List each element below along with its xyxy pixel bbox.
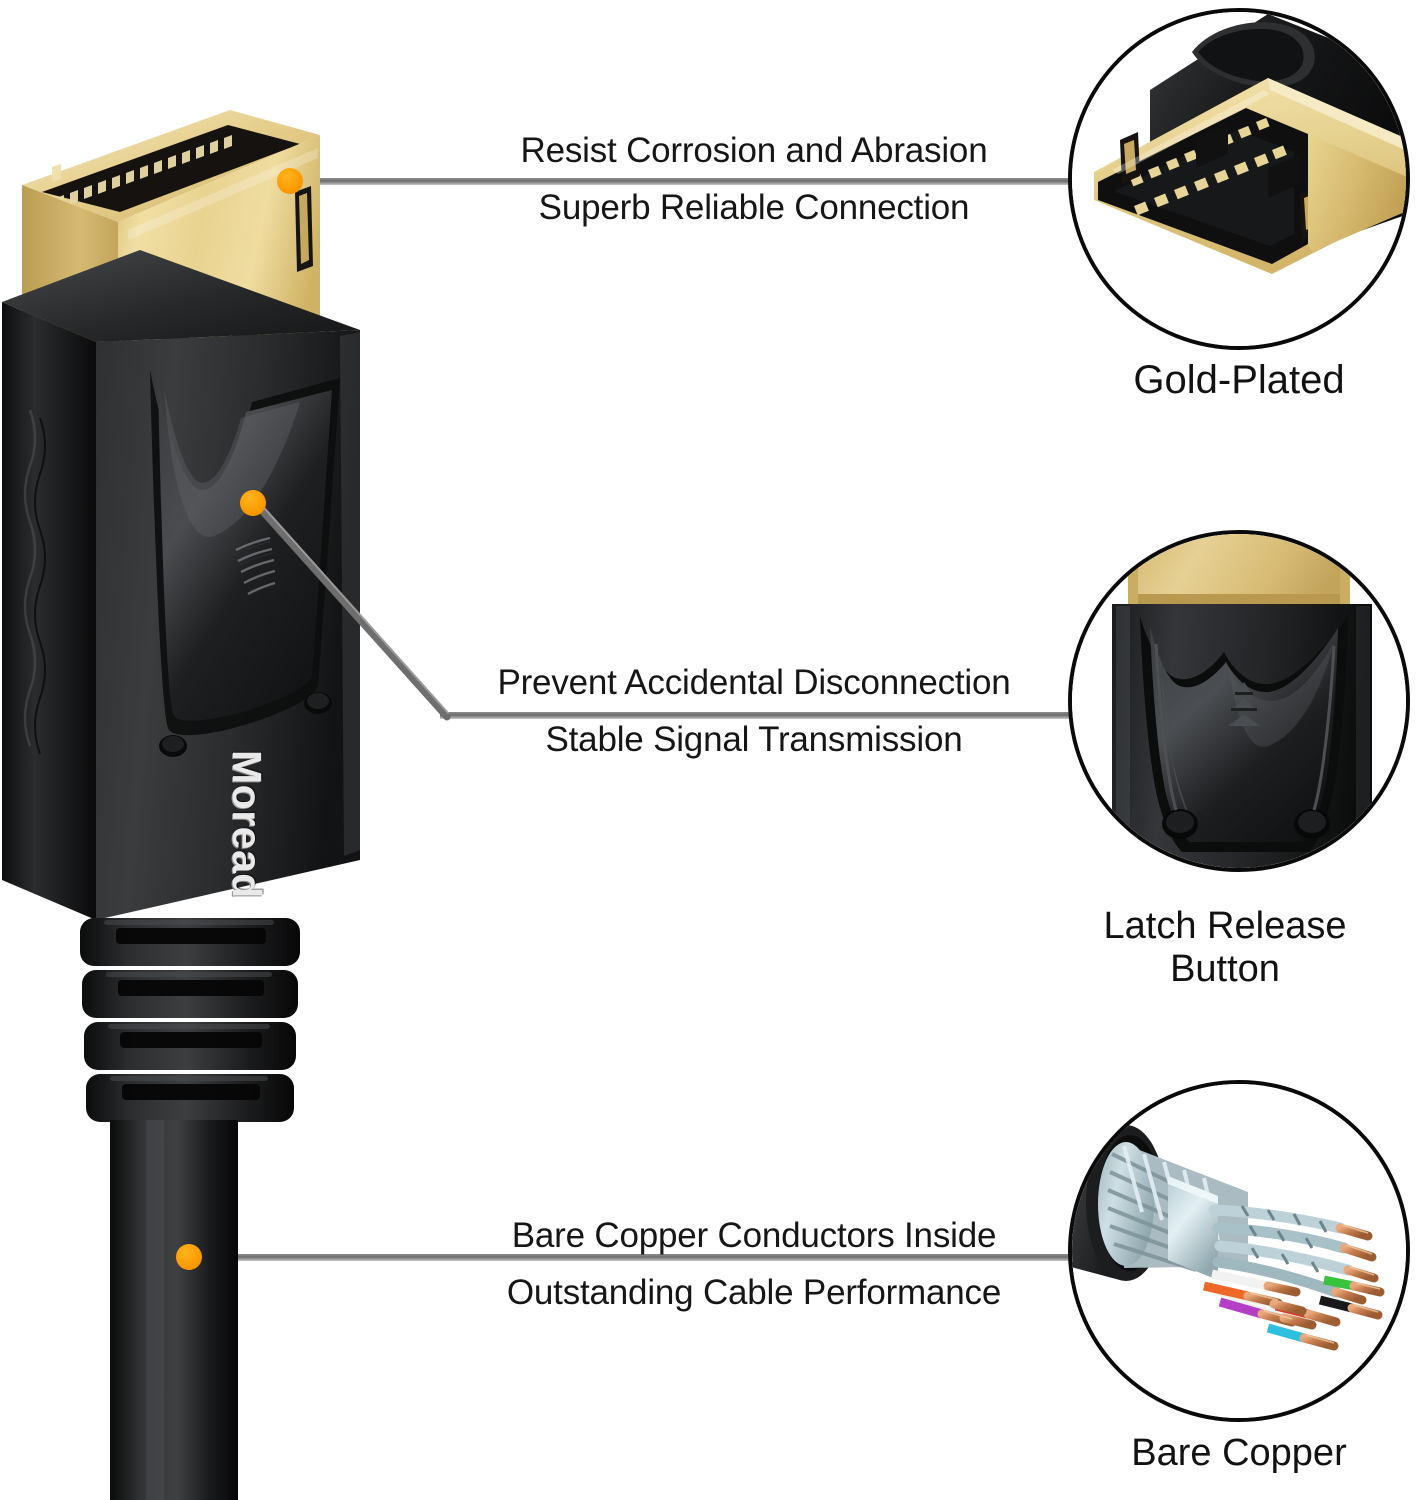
callout-bare-copper: Bare Copper Conductors Inside Outstandin… bbox=[448, 1218, 1060, 1310]
inset-latch-release-svg bbox=[1072, 534, 1406, 868]
callout-latch-release-line1: Prevent Accidental Disconnection bbox=[497, 663, 1011, 702]
product-connector-illustration: Moread bbox=[0, 80, 400, 1500]
inset-label-gold-plated: Gold-Plated bbox=[1133, 358, 1345, 402]
callout-line-latch-release bbox=[440, 712, 1070, 719]
callout-gold-plated: Resist Corrosion and Abrasion Superb Rel… bbox=[448, 133, 1060, 225]
inset-gold-plated bbox=[1068, 8, 1410, 350]
connector-housing-group bbox=[2, 250, 360, 920]
inset-label-bare-copper: Bare Copper bbox=[1131, 1432, 1347, 1474]
connector-svg bbox=[2, 110, 360, 1500]
callout-latch-release: Prevent Accidental Disconnection Stable … bbox=[448, 665, 1060, 757]
inset-bare-copper-svg bbox=[1072, 1084, 1406, 1418]
cable-jacket bbox=[110, 1120, 238, 1500]
inset-bare-copper bbox=[1068, 1080, 1410, 1422]
latch-ridge-icon bbox=[235, 536, 276, 596]
inset-gold-plated-svg bbox=[1072, 12, 1406, 346]
callout-line-gold-plated bbox=[299, 178, 1071, 185]
inset-label-latch-release-line2: Button bbox=[1170, 947, 1280, 990]
callout-line-bare-copper bbox=[198, 1254, 1070, 1261]
callout-gold-plated-line1: Resist Corrosion and Abrasion bbox=[520, 131, 988, 170]
brand-logo-text: Moread bbox=[224, 750, 270, 899]
callout-dot-latch-release bbox=[240, 490, 266, 516]
callout-gold-plated-line2: Superb Reliable Connection bbox=[538, 188, 970, 227]
inset-label-latch-release-line1: Latch Release bbox=[1103, 905, 1347, 947]
strain-relief-group bbox=[80, 918, 300, 1122]
callout-latch-release-line2: Stable Signal Transmission bbox=[545, 720, 963, 759]
inset-latch-release bbox=[1068, 530, 1410, 872]
callout-dot-bare-copper bbox=[176, 1244, 202, 1270]
inset-label-latch-release: Latch Release Button bbox=[1030, 905, 1417, 990]
callout-dot-gold-plated bbox=[277, 168, 303, 194]
callout-bare-copper-line1: Bare Copper Conductors Inside bbox=[511, 1216, 997, 1255]
callout-diagonal-latch-release bbox=[252, 500, 451, 721]
callout-bare-copper-line2: Outstanding Cable Performance bbox=[506, 1273, 1002, 1312]
